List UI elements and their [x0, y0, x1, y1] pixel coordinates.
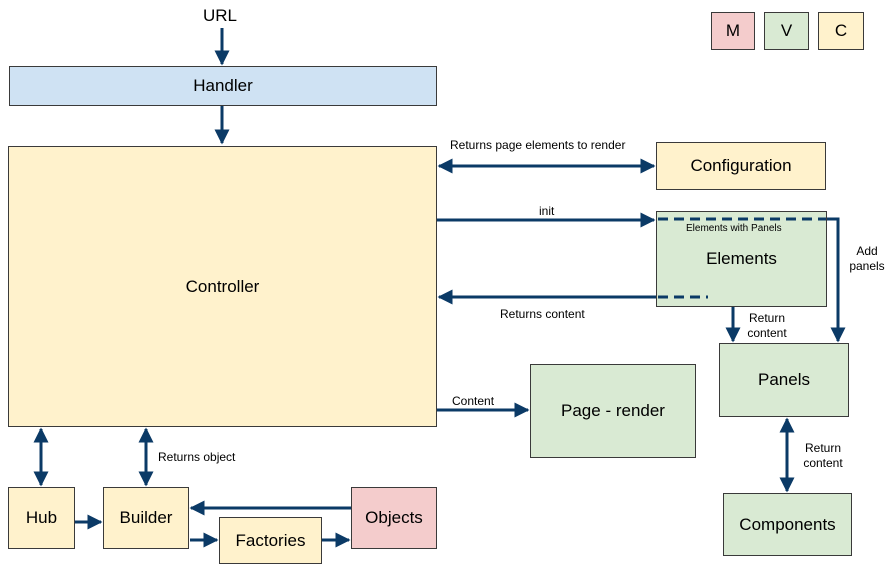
- label-add-panels-line2: panels: [849, 259, 885, 273]
- label-content: Content: [452, 394, 495, 408]
- label-init: init: [539, 204, 555, 218]
- url-label: URL: [203, 6, 238, 25]
- label-return-content-b-line1: Return: [804, 441, 842, 455]
- label-add-panels: Add panels: [844, 244, 890, 274]
- configuration-node: Configuration: [656, 142, 826, 190]
- label-add-panels-line1: Add: [856, 244, 878, 258]
- legend-controller: C: [818, 12, 864, 50]
- label-returns-content: Returns content: [500, 307, 585, 321]
- components-node: Components: [723, 493, 852, 556]
- label-return-content-a-line2: content: [747, 326, 787, 340]
- controller-node: Controller: [8, 146, 437, 427]
- label-return-content-a: Return content: [740, 311, 794, 341]
- legend-view: V: [764, 12, 809, 50]
- label-returns-page-elements: Returns page elements to render: [450, 138, 626, 152]
- label-return-content-b-line2: content: [803, 456, 843, 470]
- label-return-content-a-line1: Return: [748, 311, 786, 325]
- elements-sub-label: Elements with Panels: [686, 223, 782, 234]
- page-render-node: Page - render: [530, 364, 696, 458]
- objects-node: Objects: [351, 487, 437, 549]
- builder-node: Builder: [103, 487, 189, 549]
- arrow-elements-panels-add: [826, 217, 846, 343]
- label-returns-object: Returns object: [158, 450, 236, 464]
- hub-node: Hub: [8, 487, 75, 549]
- legend-model: M: [711, 12, 755, 50]
- panels-node: Panels: [719, 343, 849, 417]
- factories-node: Factories: [219, 517, 322, 564]
- handler-node: Handler: [9, 66, 437, 106]
- elements-node: Elements: [656, 211, 827, 307]
- label-return-content-b: Return content: [796, 441, 850, 471]
